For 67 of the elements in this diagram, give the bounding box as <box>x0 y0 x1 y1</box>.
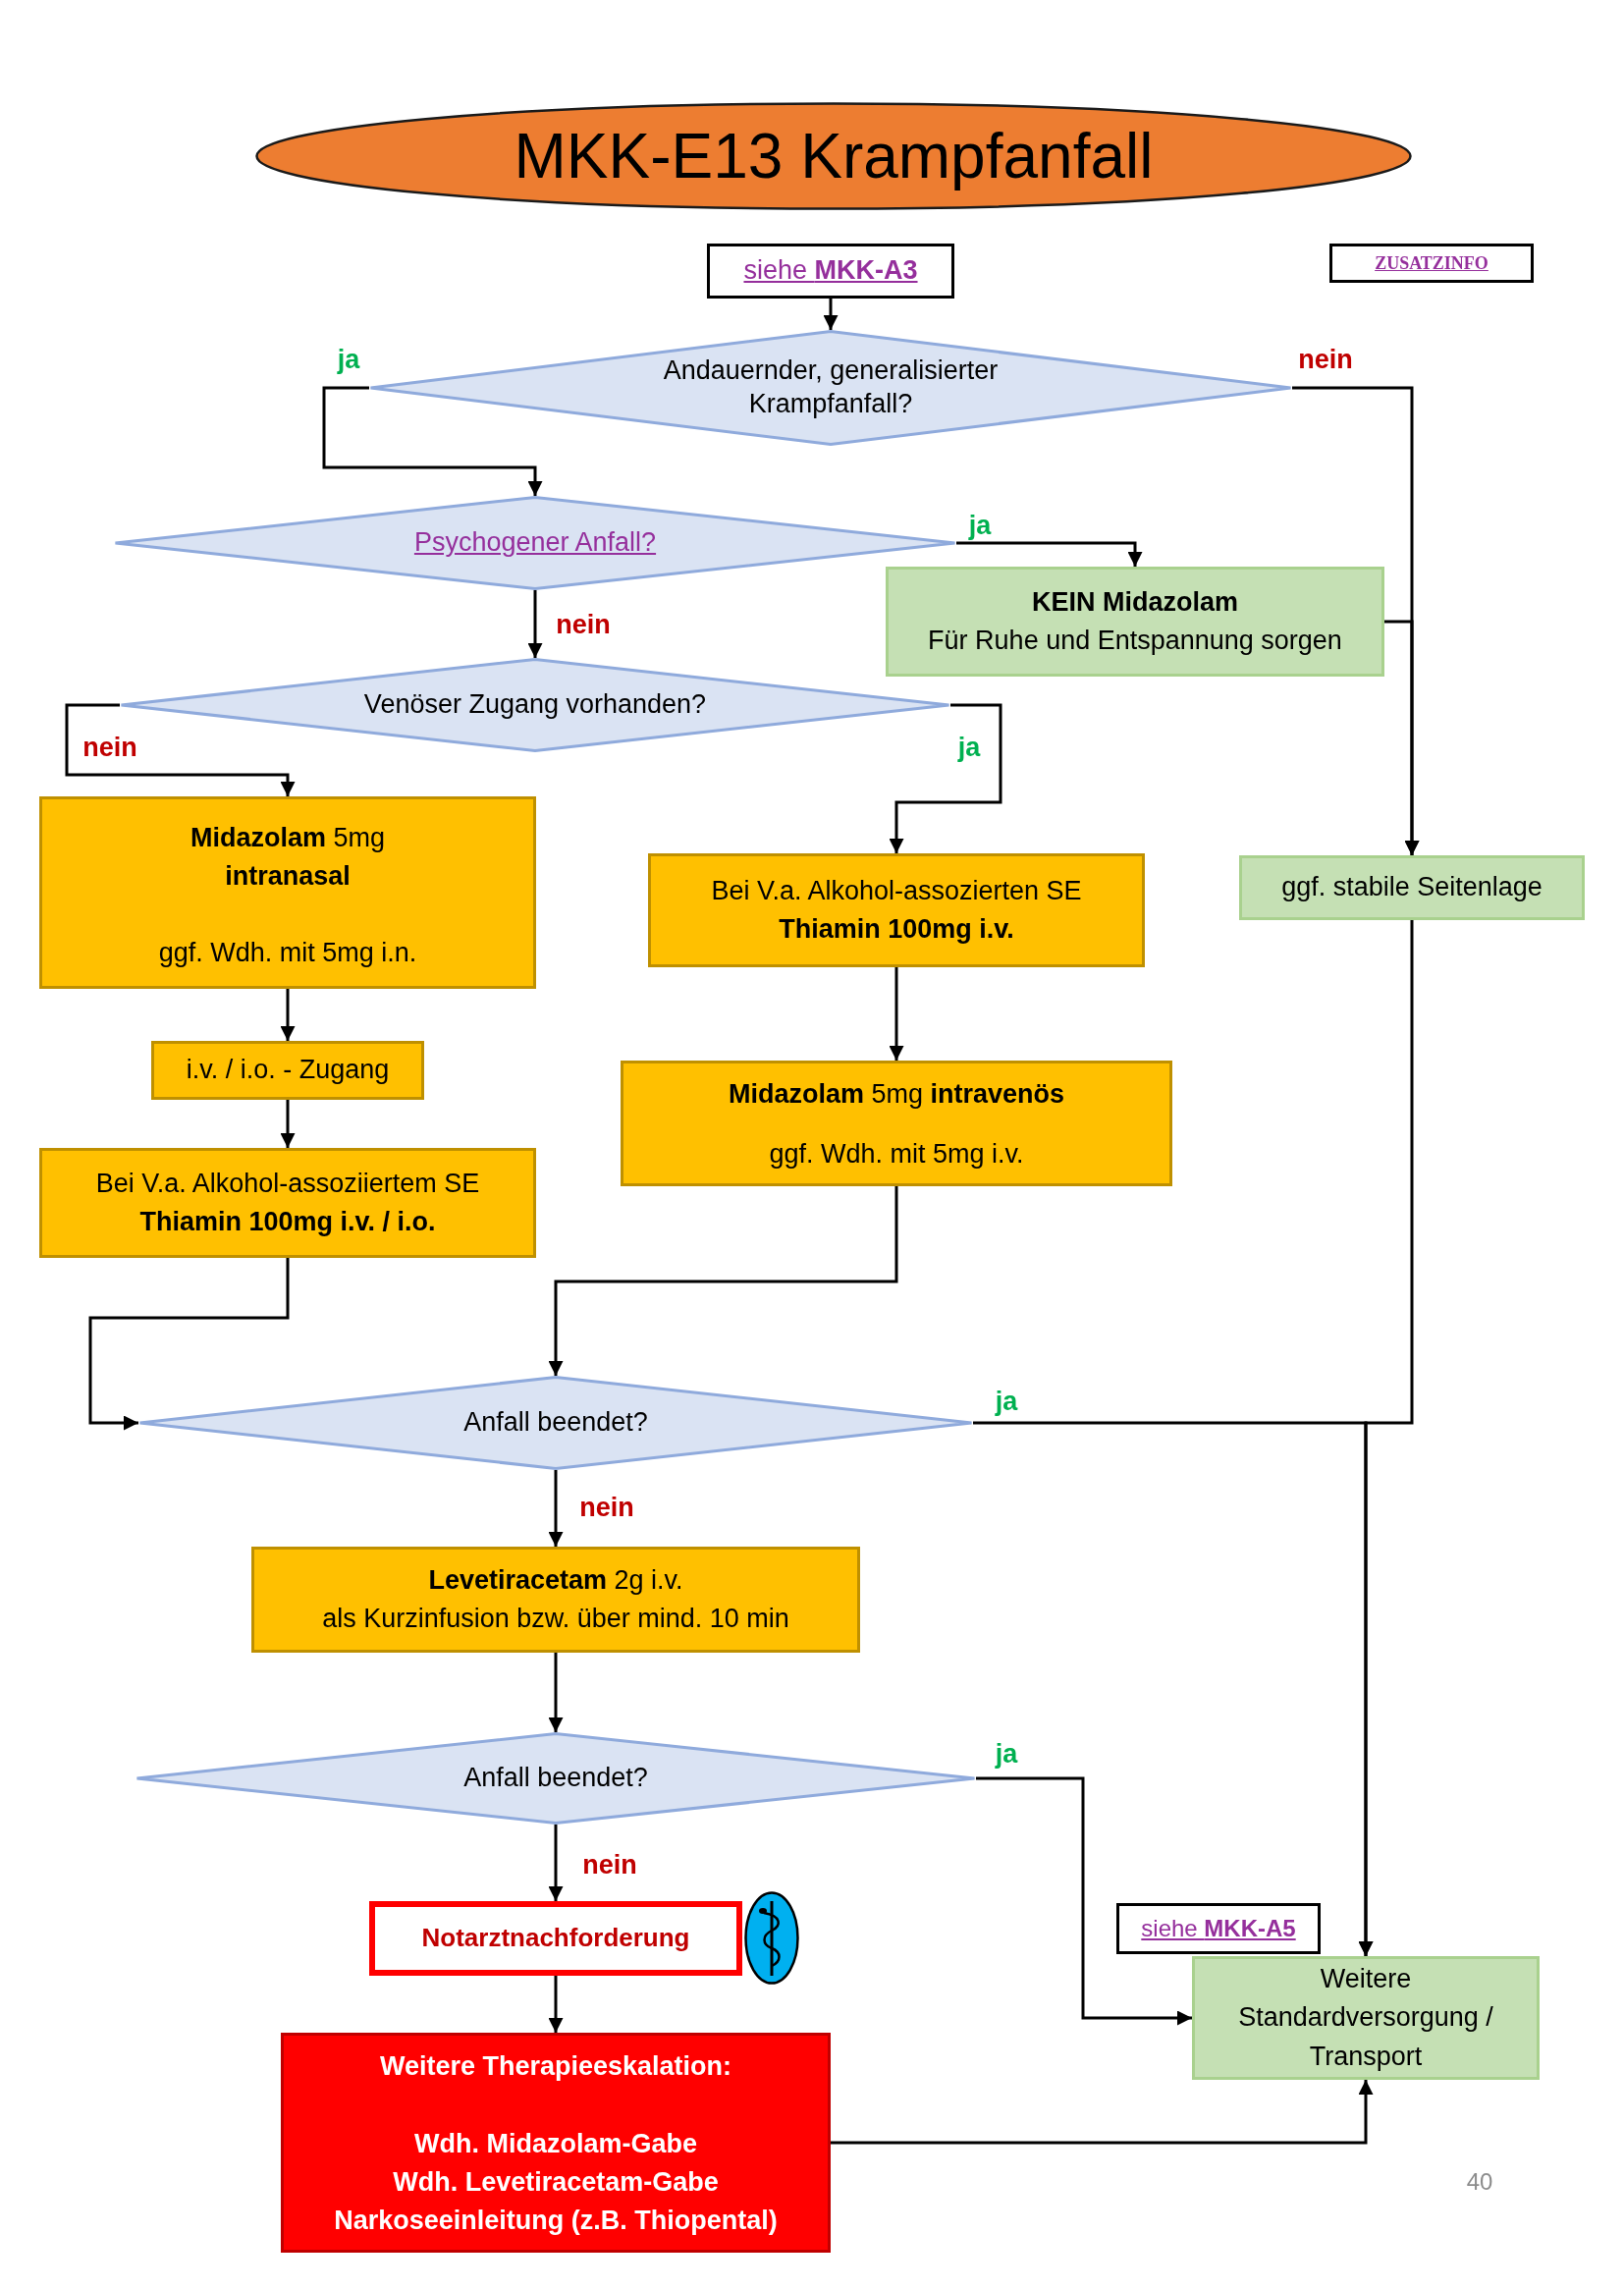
arrow <box>1384 620 1420 855</box>
step-text: KEIN Midazolam <box>1032 585 1238 619</box>
arrow <box>956 541 1143 567</box>
alert-text: Notarztnachforderung <box>421 1922 690 1955</box>
step-text: Midazolam 5mg intravenös <box>728 1078 1065 1111</box>
arrow <box>548 1976 564 2033</box>
step-text: Wdh. Midazolam-Gabe <box>414 2128 697 2161</box>
link: Psychogener Anfall? <box>413 526 657 560</box>
step-text: i.v. / i.o. - Zugang <box>186 1054 390 1087</box>
question-text: Anfall beendet? <box>463 1762 648 1795</box>
arrow <box>548 1186 898 1376</box>
arrow <box>889 967 904 1061</box>
arrow <box>548 1653 564 1732</box>
step-text: ggf. Wdh. mit 5mg i.v. <box>769 1137 1024 1171</box>
process-box <box>39 1148 536 1258</box>
link: ZUSATZINFO <box>1375 251 1489 275</box>
process-box <box>39 796 536 989</box>
step-text: Midazolam 5mg intranasal <box>189 822 387 894</box>
step-text: Levetiracetam 2g i.v. <box>428 1563 683 1597</box>
arrow <box>1358 920 1414 1956</box>
alert-box <box>369 1901 742 1976</box>
arrow <box>831 2080 1374 2145</box>
link: siehe MKK-A5 <box>1141 1913 1296 1943</box>
arrow <box>548 1825 564 1901</box>
step-text: Thiamin 100mg i.v. <box>779 913 1014 946</box>
process-box <box>151 1041 424 1100</box>
decision-diamond <box>369 330 1292 446</box>
reference-box <box>707 244 954 299</box>
reference-box <box>1116 1903 1321 1954</box>
arrow <box>823 299 839 330</box>
decision-diamond <box>135 1732 976 1825</box>
title: MKK-E13 Krampfanfall <box>514 121 1154 191</box>
question-text: Andauernder, generalisierter Krampfanfall? <box>662 354 1000 420</box>
step-text: Bei V.a. Alkohol-assozierten SE <box>711 874 1082 907</box>
process-box <box>251 1547 860 1653</box>
action-box <box>1192 1956 1540 2080</box>
action-box <box>886 567 1384 677</box>
step-text: ggf. stabile Seitenlage <box>1281 871 1543 904</box>
arrow <box>88 1258 290 1431</box>
arrow <box>280 989 296 1041</box>
step-text: als Kurzinfusion bzw. über mind. 10 min <box>322 1603 789 1635</box>
decision-diamond <box>138 1376 973 1470</box>
process-box <box>648 853 1145 967</box>
arrow <box>889 703 1002 853</box>
step-text: Bei V.a. Alkohol-assoziiertem SE <box>95 1167 480 1200</box>
arrow <box>527 590 543 658</box>
reference-box <box>1329 244 1534 283</box>
arrow <box>976 1776 1192 2026</box>
process-box <box>621 1061 1172 1186</box>
arrow <box>322 386 543 496</box>
arrow <box>65 703 296 796</box>
step-text: Für Ruhe und Entspannung sorgen <box>928 625 1342 657</box>
step-text: ggf. Wdh. mit 5mg i.n. <box>158 936 417 969</box>
step-text: Narkoseeinleitung (z.B. Thiopental) <box>334 2205 778 2238</box>
step-text: Thiamin 100mg i.v. / i.o. <box>139 1206 436 1238</box>
action-box <box>1239 855 1585 920</box>
question-text: Anfall beendet? <box>463 1406 648 1440</box>
page-number: 40 <box>1466 2168 1493 2196</box>
step-text: Weitere Therapieeskalation: <box>379 2050 732 2083</box>
escalation-box <box>281 2033 831 2253</box>
step-text: Weitere Standardversorgung / Transport <box>1237 1963 1494 2073</box>
arrow <box>280 1100 296 1148</box>
link: siehe MKK-A3 <box>743 254 918 288</box>
step-text: Wdh. Levetiracetam-Gabe <box>393 2166 719 2200</box>
question-text: Venöser Zugang vorhanden? <box>363 688 707 722</box>
decision-diamond <box>114 496 956 590</box>
arrow <box>548 1470 564 1547</box>
